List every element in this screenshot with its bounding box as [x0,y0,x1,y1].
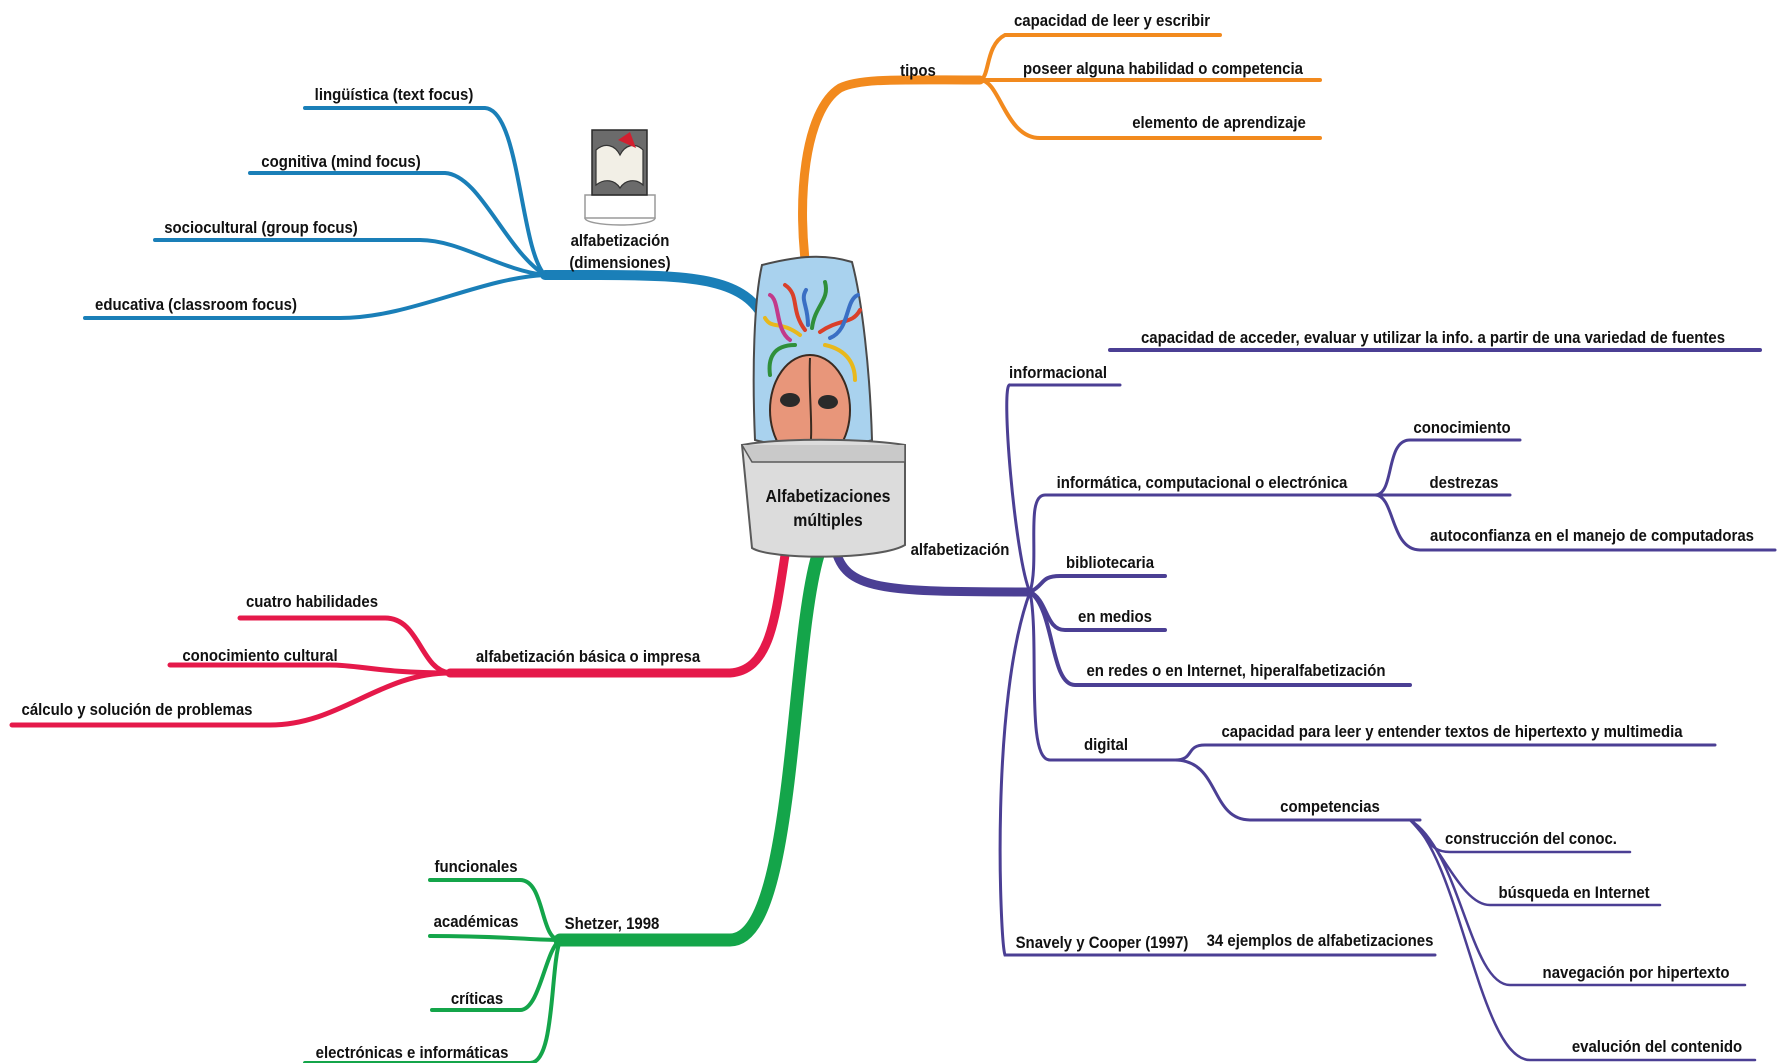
node-tipos-label: tipos [900,62,936,80]
node-alfabetizacion-label: alfabetización [911,541,1010,559]
central-node[interactable]: Alfabetizaciones múltiples [740,255,906,558]
tipos-child-2[interactable]: elemento de aprendizaje [1132,114,1306,132]
tipos-child-1[interactable]: poseer alguna habilidad o competencia [1023,60,1303,78]
node-tipos[interactable]: tipos [900,62,936,80]
medusa-head-illustration [763,280,862,466]
dimensiones-child-2[interactable]: sociocultural (group focus) [164,219,358,237]
node-informacional[interactable]: informacional [1009,364,1107,382]
node-competencias[interactable]: competencias [1280,798,1380,816]
dimensiones-child-1[interactable]: cognitiva (mind focus) [261,153,420,171]
node-dimensiones-label-line2: (dimensiones) [569,254,670,272]
basica-child-0[interactable]: cuatro habilidades [246,593,378,611]
tipos-child-0[interactable]: capacidad de leer y escribir [1014,12,1210,30]
dimensiones-child-0[interactable]: lingüística (text focus) [315,86,474,104]
shetzer-child-3[interactable]: electrónicas e informáticas [316,1044,509,1062]
node-digital[interactable]: digital [1084,736,1128,754]
central-title-line2: múltiples [793,510,862,530]
informatica-child-1[interactable]: destrezas [1430,474,1499,492]
node-basica[interactable]: alfabetización básica o impresa [476,648,700,666]
branch-basica-lines [9,550,790,728]
informacional-child[interactable]: capacidad de acceder, evaluar y utilizar… [1141,329,1725,347]
shetzer-child-0[interactable]: funcionales [434,858,517,876]
node-en-redes[interactable]: en redes o en Internet, hiperalfabetizac… [1086,662,1385,680]
node-basica-label: alfabetización básica o impresa [476,648,700,666]
open-book-icon [584,129,656,226]
competencias-child-0[interactable]: construcción del conoc. [1445,830,1617,848]
node-bibliotecaria[interactable]: bibliotecaria [1066,554,1154,572]
digital-child[interactable]: capacidad para leer y entender textos de… [1221,723,1682,741]
basica-child-1[interactable]: conocimiento cultural [182,647,337,665]
competencias-child-1[interactable]: búsqueda en Internet [1498,884,1650,902]
dimensiones-child-3[interactable]: educativa (classroom focus) [95,296,297,314]
competencias-child-2[interactable]: navegación por hipertexto [1543,964,1730,982]
shetzer-child-1[interactable]: académicas [434,913,519,931]
basica-child-2[interactable]: cálculo y solución de problemas [22,701,253,719]
node-dimensiones-label-line1: alfabetización [571,232,670,250]
snavely-child[interactable]: 34 ejemplos de alfabetizaciones [1207,932,1434,950]
branch-tipos-lines [798,33,1322,287]
node-alfabetizacion[interactable]: alfabetización [911,541,1010,559]
informatica-child-2[interactable]: autoconfianza en el manejo de computador… [1430,527,1754,545]
node-shetzer-label: Shetzer, 1998 [565,915,660,933]
shetzer-child-2[interactable]: críticas [451,990,503,1008]
central-title-line1: Alfabetizaciones [766,486,891,506]
competencias-child-3[interactable]: evalución del contenido [1572,1038,1742,1056]
branch-alfabetizacion-lines [830,348,1777,1062]
branch-shetzer-lines [303,548,825,1063]
informatica-child-0[interactable]: conocimiento [1413,419,1510,437]
node-informatica[interactable]: informática, computacional o electrónica [1057,474,1348,492]
node-dimensiones[interactable]: alfabetización (dimensiones) [569,232,670,272]
node-snavely[interactable]: Snavely y Cooper (1997) [1016,934,1189,952]
branch-dimensiones-lines [83,106,770,325]
node-en-medios[interactable]: en medios [1078,608,1152,626]
node-shetzer[interactable]: Shetzer, 1998 [565,915,660,933]
